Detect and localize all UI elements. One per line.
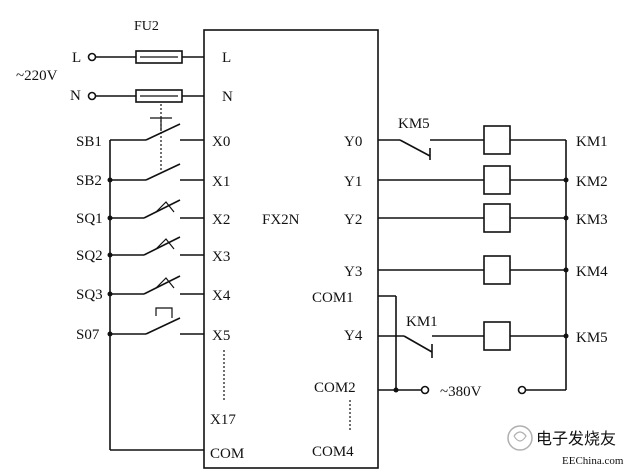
coil-km2 xyxy=(483,165,511,195)
interlock-contact-km1 xyxy=(403,335,433,353)
plc-box xyxy=(203,29,379,469)
interlock-contact-km5 xyxy=(399,139,431,157)
supply-line-terminal xyxy=(87,52,97,62)
watermark-logo-text: 电子发烧友 xyxy=(536,430,616,448)
plc-terminal-y3: Y3 xyxy=(344,264,362,280)
coil-km3 xyxy=(483,203,511,233)
plc-terminal-y2: Y2 xyxy=(344,212,362,228)
watermark-url: EEChina.com xyxy=(562,455,624,467)
switch-s07 xyxy=(145,317,181,335)
input-label-sq2: SQ2 xyxy=(76,248,103,264)
input-label-s07: S07 xyxy=(76,327,100,343)
switch-sb2 xyxy=(145,163,181,181)
plc-terminal-com4: COM4 xyxy=(312,444,354,460)
coil-km4 xyxy=(483,255,511,285)
plc-terminal-n: N xyxy=(222,89,233,105)
supply-voltage-label: ~220V xyxy=(16,68,58,84)
coil-label-km1: KM1 xyxy=(576,134,608,150)
watermark: 电子发烧友 EEChina.com xyxy=(507,425,624,467)
fuse-label: FU2 xyxy=(134,19,159,34)
coil-km5 xyxy=(483,321,511,351)
plc-terminal-y0: Y0 xyxy=(344,134,362,150)
input-label-sb2: SB2 xyxy=(76,173,102,189)
switch-sq3 xyxy=(143,275,181,295)
supply-neutral-label: N xyxy=(70,88,81,104)
interlock-label-km5: KM5 xyxy=(398,116,430,132)
plc-terminal-y4: Y4 xyxy=(344,328,363,344)
supply-neutral-terminal xyxy=(87,91,97,101)
plc-terminal-y1: Y1 xyxy=(344,174,362,190)
coil-label-km4: KM4 xyxy=(576,264,608,280)
output-supply-terminal-right xyxy=(517,385,527,395)
plc-terminal-x4: X4 xyxy=(212,288,231,304)
coil-label-km5: KM5 xyxy=(576,330,608,346)
plc-model-label: FX2N xyxy=(262,212,300,228)
output-supply-terminal-left xyxy=(420,385,430,395)
plc-terminal-l: L xyxy=(222,50,231,66)
input-label-sq3: SQ3 xyxy=(76,287,103,303)
coil-km1 xyxy=(483,125,511,155)
supply-line-label: L xyxy=(72,50,81,66)
plc-terminal-x17: X17 xyxy=(210,412,236,428)
plc-terminal-x2: X2 xyxy=(212,212,230,228)
plc-terminal-x3: X3 xyxy=(212,249,230,265)
switch-sq2 xyxy=(143,236,181,256)
coil-label-km2: KM2 xyxy=(576,174,608,190)
plc-terminal-x5: X5 xyxy=(212,328,230,344)
interlock-label-km1: KM1 xyxy=(406,314,438,330)
plc-terminal-com2: COM2 xyxy=(314,380,356,396)
switch-sb1 xyxy=(145,123,181,141)
plc-terminal-x0: X0 xyxy=(212,134,230,150)
input-label-sq1: SQ1 xyxy=(76,211,103,227)
output-supply-voltage-label: ~380V xyxy=(440,384,482,400)
switch-sq1 xyxy=(143,199,181,219)
coil-label-km3: KM3 xyxy=(576,212,608,228)
input-label-sb1: SB1 xyxy=(76,134,102,150)
plc-terminal-com: COM xyxy=(210,446,244,462)
plc-terminal-com1: COM1 xyxy=(312,290,354,306)
plc-terminal-x1: X1 xyxy=(212,174,230,190)
